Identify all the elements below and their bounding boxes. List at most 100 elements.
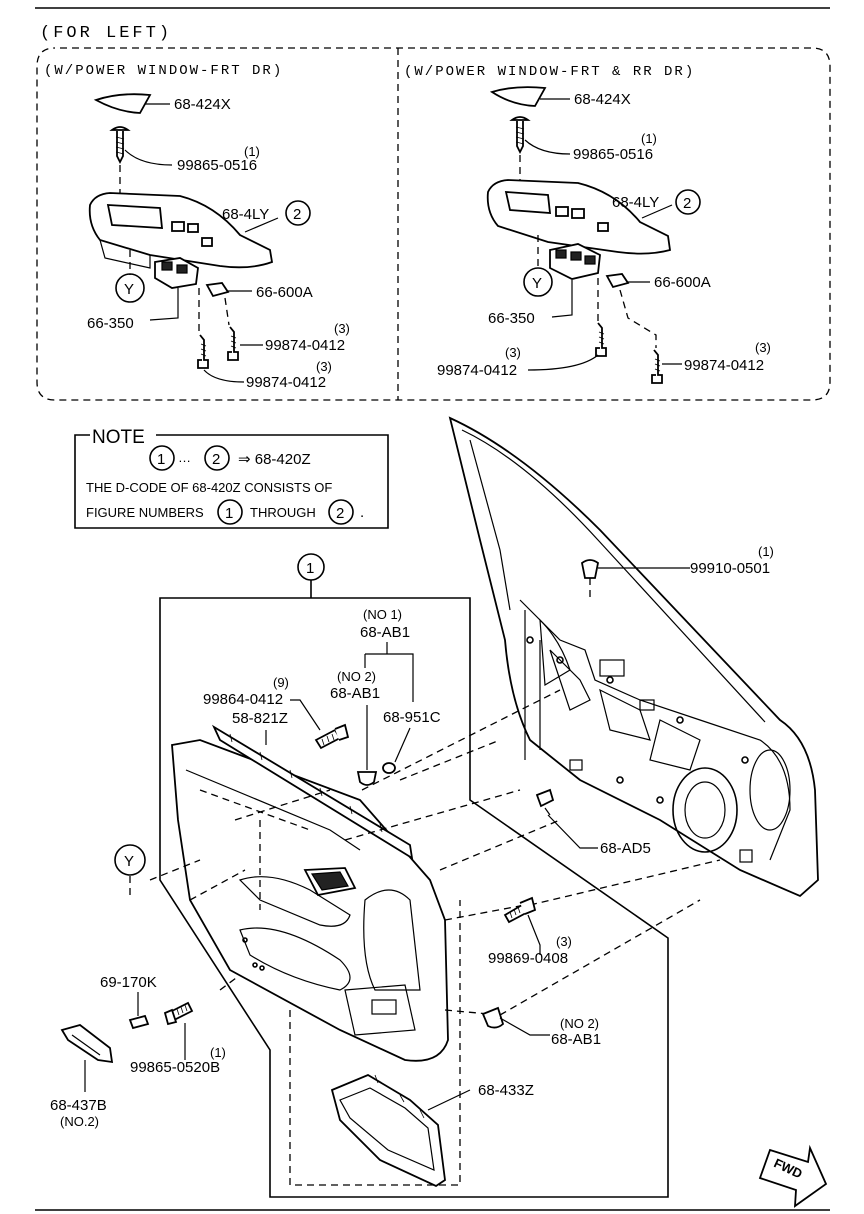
clip-part-r (605, 273, 630, 289)
right-ref-y: Y (532, 275, 542, 292)
screw-0520b-label: 99865-0520B (130, 1059, 220, 1076)
plug-part (128, 1014, 150, 1030)
svg-text:…: … (178, 450, 191, 465)
pocket-433z-part (330, 1073, 446, 1188)
right-switch-label: 66-350 (488, 310, 535, 327)
bolt9-qty: (9) (273, 675, 289, 690)
seal-part (382, 762, 396, 774)
left-clip-label: 66-600A (256, 284, 313, 301)
right-bolt2-label: 99874-0412 (684, 357, 764, 374)
power-window-switch-part (154, 257, 199, 289)
right-ref-2: 2 (683, 195, 691, 212)
screw-0408-label: 99869-0408 (488, 950, 568, 967)
header-title: (FOR LEFT) (40, 24, 172, 43)
left-panel: (W/POWER WINDOW-FRT DR) 68-424X (1) 9986… (44, 63, 350, 391)
note-ref-b: 2 (212, 451, 220, 468)
left-ref-circle-2 (285, 200, 311, 226)
left-bolt2-qty: (3) (316, 359, 332, 374)
ab1-clip-part (356, 771, 378, 786)
right-bolt1-qty: (3) (505, 345, 521, 360)
svg-text:2: 2 (336, 505, 344, 522)
ab1-no1: (NO 1) (363, 607, 402, 622)
ab1-label-a: 68-AB1 (360, 624, 410, 641)
clip-part (205, 282, 230, 298)
ad5-label: 68-AD5 (600, 840, 651, 857)
main-ref-1: 1 (306, 560, 314, 577)
cap-part-r (489, 86, 547, 107)
clip-top-label: 99910-0501 (690, 560, 770, 577)
main-assembly: 1 (1) (50, 416, 819, 1198)
right-panel: (W/POWER WINDOW-FRT & RR DR) 68-424X (1)… (404, 64, 771, 384)
switch-panel-part-r (486, 179, 672, 255)
left-switch-panel-label: 68-4LY (222, 206, 269, 223)
screw-0520b-qty: (1) (210, 1045, 226, 1060)
note-line3a: FIGURE NUMBERS (86, 505, 204, 520)
armrest-switch-recess (344, 984, 416, 1036)
bracket-no: (NO.2) (60, 1114, 99, 1129)
weatherstrip-label: 58-821Z (232, 710, 288, 727)
bracket-437b-part (60, 1024, 114, 1064)
note-title: NOTE (92, 427, 145, 448)
left-bolt1-label: 99874-0412 (265, 337, 345, 354)
right-ref-circle-2 (675, 189, 701, 215)
left-panel-title: (W/POWER WINDOW-FRT DR) (44, 63, 283, 79)
bolt9-label: 99864-0412 (203, 691, 283, 708)
screw-0408-qty: (3) (556, 934, 572, 949)
note-box: NOTE 1 … 2 ⇒ 68-420Z THE D-CODE OF 68-42… (74, 427, 389, 529)
main-ref-circle-y (114, 844, 146, 876)
seal-label: 68-951C (383, 709, 441, 726)
left-ref-circle-y (115, 273, 145, 303)
svg-text:.: . (360, 504, 364, 521)
ab1-label-b: 68-AB1 (330, 685, 380, 702)
right-bolt1-label: 99874-0412 (437, 362, 517, 379)
ab1-no2: (NO 2) (337, 669, 376, 684)
ab1-clip-bottom-part (481, 1006, 505, 1029)
fwd-arrow-icon: FWD (758, 1144, 828, 1208)
bolt-part (227, 326, 239, 361)
variants-frame (36, 47, 831, 401)
left-bolt1-qty: (3) (334, 321, 350, 336)
note-line3b: THROUGH (250, 505, 316, 520)
main-ref-y: Y (124, 853, 134, 870)
left-ref-2: 2 (293, 206, 301, 223)
right-bolt2-qty: (3) (755, 340, 771, 355)
switch-panel-part (88, 192, 274, 269)
right-screw-label: 99865-0516 (573, 146, 653, 163)
left-cap-label: 68-424X (174, 96, 231, 113)
screw-part (109, 126, 131, 165)
clip-top-qty: (1) (758, 544, 774, 559)
right-ref-circle-y (523, 267, 553, 297)
right-cap-label: 68-424X (574, 91, 631, 108)
push-clip-part (581, 559, 599, 600)
bolt9-part (314, 723, 350, 750)
screw-part-r (509, 116, 531, 155)
left-bolt2-label: 99874-0412 (246, 374, 326, 391)
right-clip-label: 66-600A (654, 274, 711, 291)
door-frame (448, 416, 819, 898)
note-line2: THE D-CODE OF 68-420Z CONSISTS OF (86, 480, 332, 495)
ad5-clip-part (535, 788, 555, 816)
bolt-part-2 (197, 334, 209, 369)
ab1-label-c: 68-AB1 (551, 1031, 601, 1048)
bolt-part-r (595, 322, 607, 357)
ab1-no2-bottom: (NO 2) (560, 1016, 599, 1031)
plug-label: 69-170K (100, 974, 157, 991)
screw-0520b-part (163, 1001, 194, 1026)
assembly-bracket (159, 580, 669, 1198)
note-ref-a: 1 (157, 451, 165, 468)
screw-0408-part (503, 896, 537, 924)
right-panel-title: (W/POWER WINDOW-FRT & RR DR) (404, 64, 695, 80)
bracket-label: 68-437B (50, 1097, 107, 1114)
note-arrow-text: ⇒ 68-420Z (238, 451, 311, 468)
right-switch-panel-label: 68-4LY (612, 194, 659, 211)
bolt-part-r2 (651, 349, 663, 384)
left-screw-qty: (1) (244, 144, 260, 159)
left-switch-label: 66-350 (87, 315, 134, 332)
cap-part (93, 93, 152, 114)
right-screw-qty: (1) (641, 131, 657, 146)
weatherstrip-part (211, 724, 414, 860)
door-trim-panel (171, 724, 449, 1062)
pocket-label: 68-433Z (478, 1082, 534, 1099)
left-screw-label: 99865-0516 (177, 157, 257, 174)
